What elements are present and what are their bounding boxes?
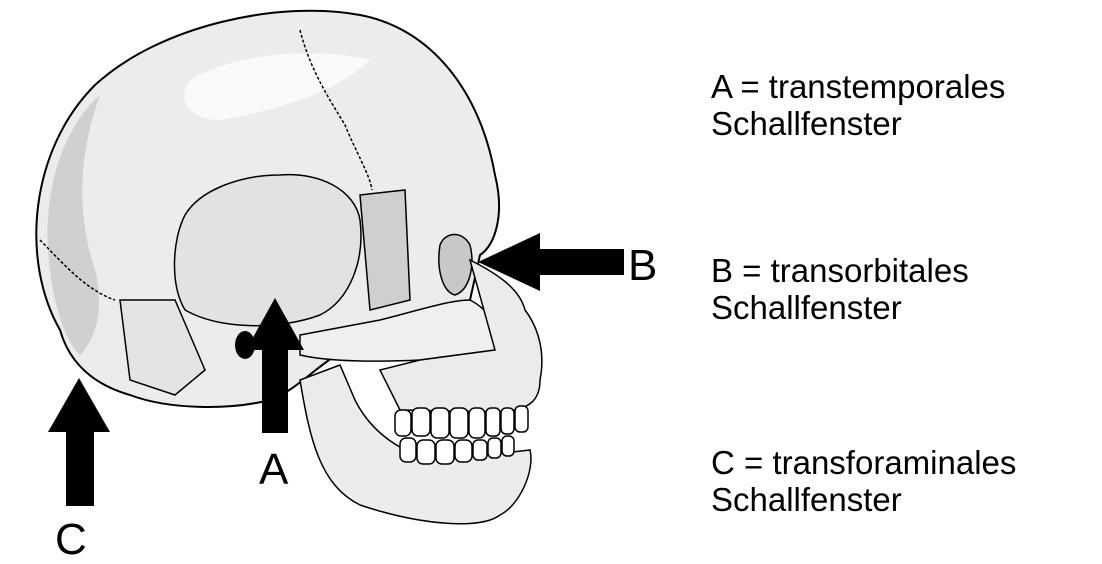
legend-b-line1: B = transorbitales xyxy=(711,252,969,289)
arrow-c xyxy=(48,378,110,506)
arrow-b-label: B xyxy=(628,244,657,288)
legend-entry-c: C = transforaminales Schallfenster xyxy=(711,444,1016,518)
teeth xyxy=(395,406,528,464)
legend-b-line2: Schallfenster xyxy=(711,289,969,326)
arrow-a-label: A xyxy=(259,448,288,492)
skull-illustration xyxy=(0,0,700,558)
legend-a-line1: A = transtemporales xyxy=(711,68,1005,105)
legend-entry-a: A = transtemporales Schallfenster xyxy=(711,68,1005,142)
arrow-c-label: C xyxy=(55,518,87,562)
temporal-bone xyxy=(174,175,360,326)
legend-c-line2: Schallfenster xyxy=(711,481,1016,518)
legend-entry-b: B = transorbitales Schallfenster xyxy=(711,252,969,326)
legend-a-line2: Schallfenster xyxy=(711,105,1005,142)
legend-c-line1: C = transforaminales xyxy=(711,444,1016,481)
